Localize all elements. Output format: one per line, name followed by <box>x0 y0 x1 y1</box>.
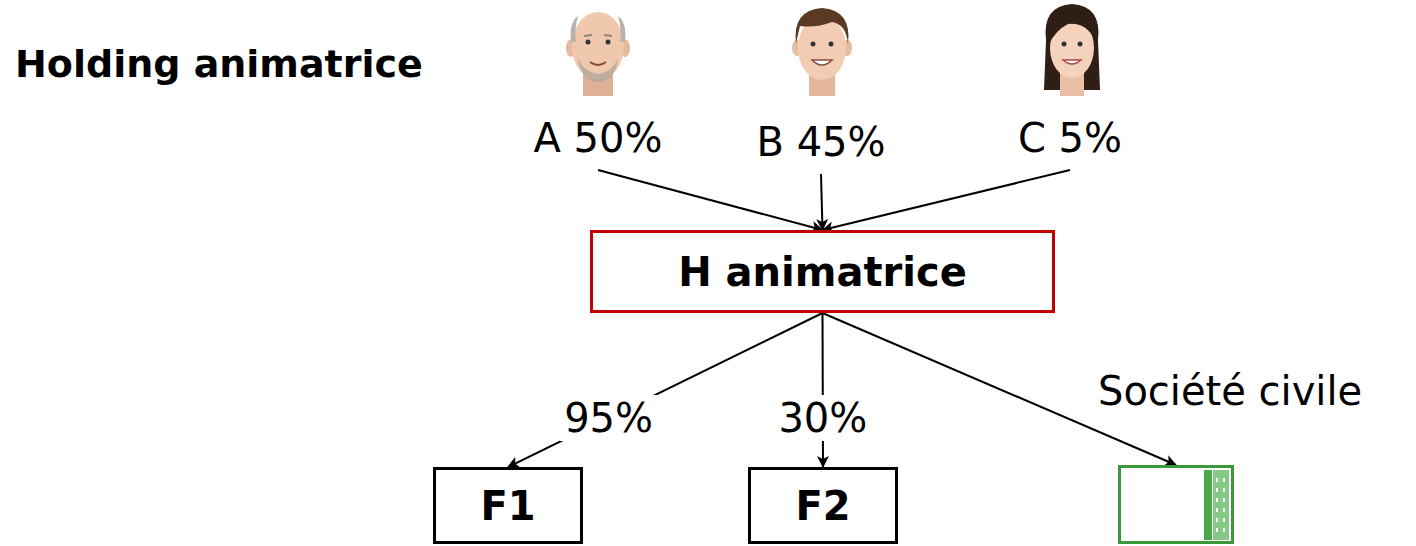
company-name: Société civile <box>1098 367 1362 415</box>
shareholder-share: B 45% <box>756 118 885 166</box>
share-percentage: 95% <box>560 395 657 441</box>
shareholder-label: C 5% <box>1018 114 1122 162</box>
person-photo <box>566 12 630 96</box>
civil-company-box: Société civile <box>1118 465 1234 544</box>
shareholder-share: A 50% <box>534 114 663 162</box>
building-icon <box>1204 470 1229 540</box>
ownership-arrow <box>821 174 823 230</box>
person-photo <box>792 8 852 96</box>
ownership-arrow <box>823 170 1070 230</box>
company-name: F2 <box>795 482 850 530</box>
subsidiary-box: F1 <box>433 467 583 544</box>
company-name: H animatrice <box>678 248 967 296</box>
shareholder-share: C 5% <box>1018 114 1122 162</box>
shareholder-label: B 45% <box>756 118 885 166</box>
diagram-title: Holding animatrice <box>15 42 423 88</box>
shareholder-label: A 50% <box>534 114 663 162</box>
person-photo <box>1044 4 1100 96</box>
holding-box: H animatrice <box>590 230 1055 313</box>
ownership-arrow <box>508 313 823 467</box>
ownership-arrow <box>598 170 823 230</box>
ownership-arrow <box>822 313 825 467</box>
company-name: F1 <box>480 482 535 530</box>
share-percentage: 30% <box>774 395 871 441</box>
subsidiary-box: F2 <box>748 467 898 544</box>
